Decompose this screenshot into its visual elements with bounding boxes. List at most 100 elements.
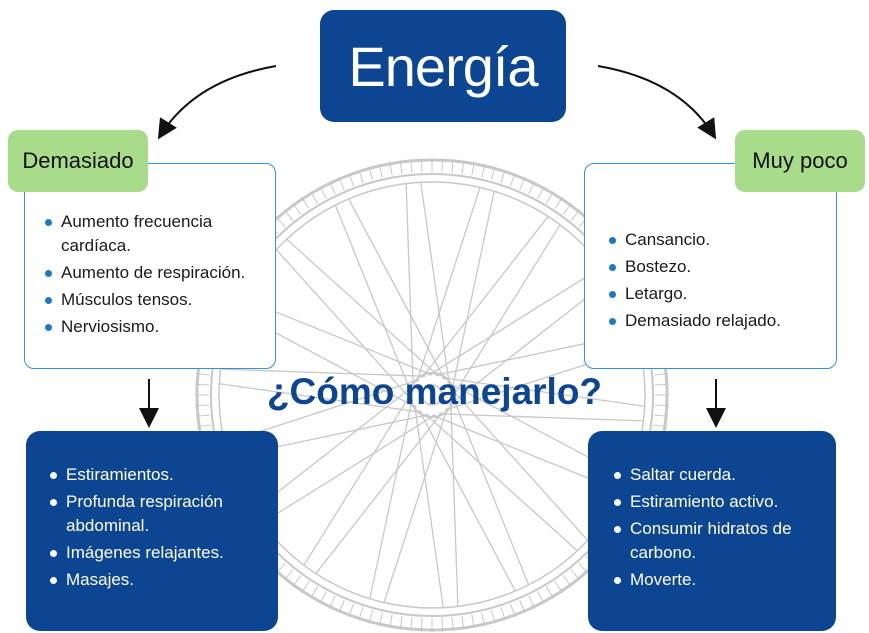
tire-tread xyxy=(481,612,486,627)
tire-tread xyxy=(570,209,581,221)
tire-tread xyxy=(283,209,294,221)
tire-tread xyxy=(490,166,496,181)
demasiado-symptoms-list: Aumento frecuencia cardíaca. Aumento de … xyxy=(39,210,265,339)
wheel-spoke xyxy=(451,394,530,586)
tire-tread xyxy=(481,163,486,178)
tire-tread xyxy=(578,562,589,574)
wheel-spoke xyxy=(424,413,578,552)
tire-tread xyxy=(399,160,403,175)
tire-tread xyxy=(471,614,475,629)
list-item: Consumir hidratos de carbono. xyxy=(608,517,826,565)
wheel-spoke xyxy=(315,411,443,574)
muy-poco-symptoms-list: Cansancio. Bostezo. Letargo. Demasiado r… xyxy=(603,228,826,333)
energia-title-box: Energía xyxy=(320,10,566,122)
tire-tread xyxy=(310,191,319,204)
tire-tread xyxy=(338,176,345,191)
list-item: Imágenes relajantes. xyxy=(44,541,268,565)
muy-poco-symptoms-box: Cansancio. Bostezo. Letargo. Demasiado r… xyxy=(584,163,837,369)
tire-tread xyxy=(528,595,536,609)
tire-tread xyxy=(545,586,554,599)
wheel-spoke xyxy=(451,191,495,392)
wheel-spoke xyxy=(369,398,413,599)
wheel-spoke xyxy=(275,249,414,403)
tire-tread xyxy=(528,181,536,195)
wheel-spoke xyxy=(451,224,561,399)
tire-tread xyxy=(500,606,506,621)
muy-poco-label: Muy poco xyxy=(735,130,865,192)
wheel-spoke xyxy=(220,368,426,377)
tire-tread xyxy=(195,404,210,407)
tire-tread xyxy=(378,612,383,627)
wheel-spoke xyxy=(421,216,549,379)
tire-tread xyxy=(292,202,302,215)
list-item: Masajes. xyxy=(44,568,268,592)
wheel-tire-inner xyxy=(210,173,654,617)
tire-tread xyxy=(420,617,423,632)
muy-poco-remedies-box: Saltar cuerda. Estiramiento activo. Cons… xyxy=(588,431,836,631)
wheel-spoke xyxy=(428,266,603,376)
tire-tread xyxy=(537,591,545,604)
wheel-spoke xyxy=(418,410,516,592)
tire-tread xyxy=(319,186,327,199)
tire-tread xyxy=(471,161,475,176)
tire-tread xyxy=(358,606,364,621)
tire-tread xyxy=(545,191,554,204)
demasiado-remedies-list: Estiramientos. Profunda respiración abdo… xyxy=(44,463,268,592)
wheel-spoke xyxy=(450,387,589,541)
tire-tread xyxy=(441,158,444,173)
tire-tread xyxy=(509,603,516,618)
list-item: Aumento frecuencia cardíaca. xyxy=(39,210,265,258)
tire-tread xyxy=(301,196,310,210)
wheel-spoke xyxy=(420,182,450,386)
wheel-spoke xyxy=(261,414,436,524)
tire-tread xyxy=(368,609,374,624)
tire-tread xyxy=(292,575,302,588)
list-item: Bostezo. xyxy=(603,255,826,279)
list-item: Demasiado relajado. xyxy=(603,309,826,333)
arrow-to-demasiado xyxy=(157,65,277,140)
demasiado-symptoms-box: Aumento frecuencia cardíaca. Aumento de … xyxy=(24,163,276,369)
energia-title: Energía xyxy=(348,34,538,98)
tire-tread xyxy=(509,172,516,187)
tire-tread xyxy=(420,158,423,173)
tire-tread xyxy=(338,599,345,614)
tire-tread xyxy=(410,617,413,632)
tire-tread xyxy=(378,163,383,178)
wheel-rim xyxy=(218,181,646,609)
wheel-spoke xyxy=(348,198,446,380)
tire-tread xyxy=(562,202,572,215)
list-item: Saltar cuerda. xyxy=(608,463,826,487)
tire-tread xyxy=(562,575,572,588)
tire-tread xyxy=(654,414,669,417)
tire-tread xyxy=(410,158,413,173)
tire-tread xyxy=(451,158,454,173)
demasiado-remedies-box: Estiramientos. Profunda respiración abdo… xyxy=(26,431,278,631)
wheel-spoke xyxy=(286,238,440,377)
tire-tread xyxy=(275,216,286,228)
tire-tread xyxy=(195,414,210,417)
tire-tread xyxy=(310,586,319,599)
tire-tread xyxy=(358,169,364,184)
list-item: Músculos tensos. xyxy=(39,288,265,312)
list-item: Moverte. xyxy=(608,568,826,592)
tire-tread xyxy=(519,599,526,614)
tire-tread xyxy=(554,196,563,210)
wheel-spoke xyxy=(448,278,611,406)
list-item: Nerviosismo. xyxy=(39,315,265,339)
tire-tread xyxy=(368,166,374,181)
wheel-spoke xyxy=(405,183,414,389)
list-item: Estiramiento activo. xyxy=(608,490,826,514)
tire-tread xyxy=(389,161,393,176)
list-item: Letargo. xyxy=(603,282,826,306)
wheel-spoke xyxy=(253,384,416,512)
list-item: Aumento de respiración. xyxy=(39,261,265,285)
tire-tread xyxy=(654,373,669,376)
tire-tread xyxy=(554,580,563,594)
wheel-hub-center xyxy=(421,384,443,406)
tire-tread xyxy=(195,383,210,386)
tire-tread xyxy=(389,614,393,629)
tire-tread xyxy=(500,169,506,184)
wheel-spoke xyxy=(450,401,459,607)
tire-tread xyxy=(570,569,581,581)
